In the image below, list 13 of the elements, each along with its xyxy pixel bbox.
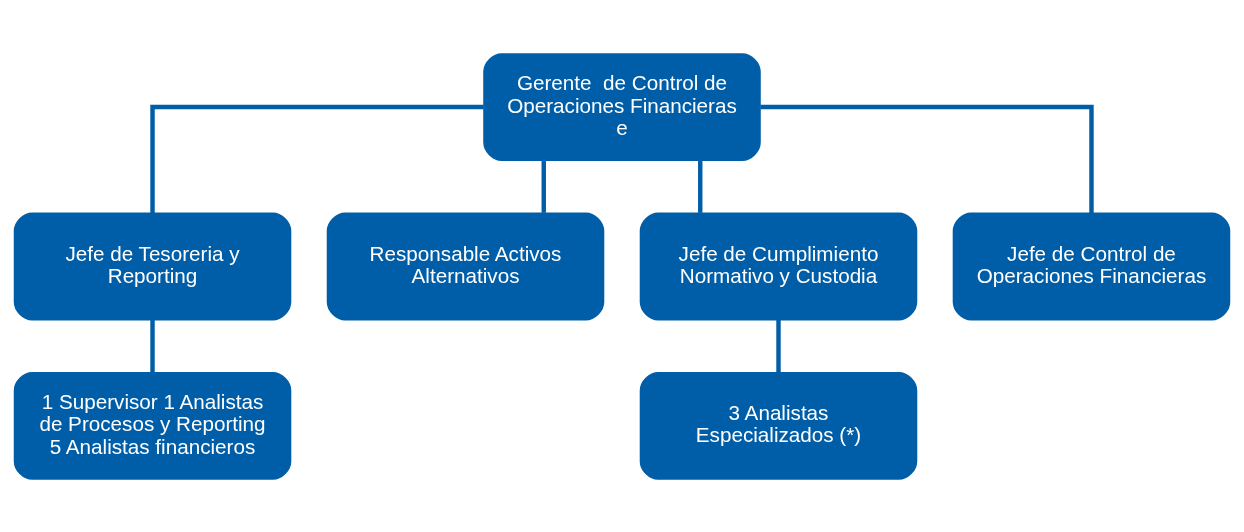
node-box: Jefe de Tesoreria y Reporting	[13, 212, 292, 320]
node-box: Responsable Activos Alternativos	[326, 212, 605, 320]
node-box: Jefe de Cumplimiento Normativo y Custodia	[639, 212, 918, 320]
node-box: Jefe de Control de Operaciones Financieras	[952, 212, 1231, 320]
connector	[150, 319, 155, 372]
node-box: 1 Supervisor 1 Analistas de Procesos y Reporting 5 Analistas financieros	[13, 371, 292, 480]
node-box: 3 Analistas Especializados (*)	[639, 371, 918, 480]
connector	[776, 319, 781, 372]
connector	[760, 104, 1094, 213]
connector	[150, 104, 484, 213]
node-box: Gerente de Control de Operaciones Financieras e	[483, 52, 761, 161]
connector	[541, 160, 546, 213]
connector	[698, 160, 703, 213]
